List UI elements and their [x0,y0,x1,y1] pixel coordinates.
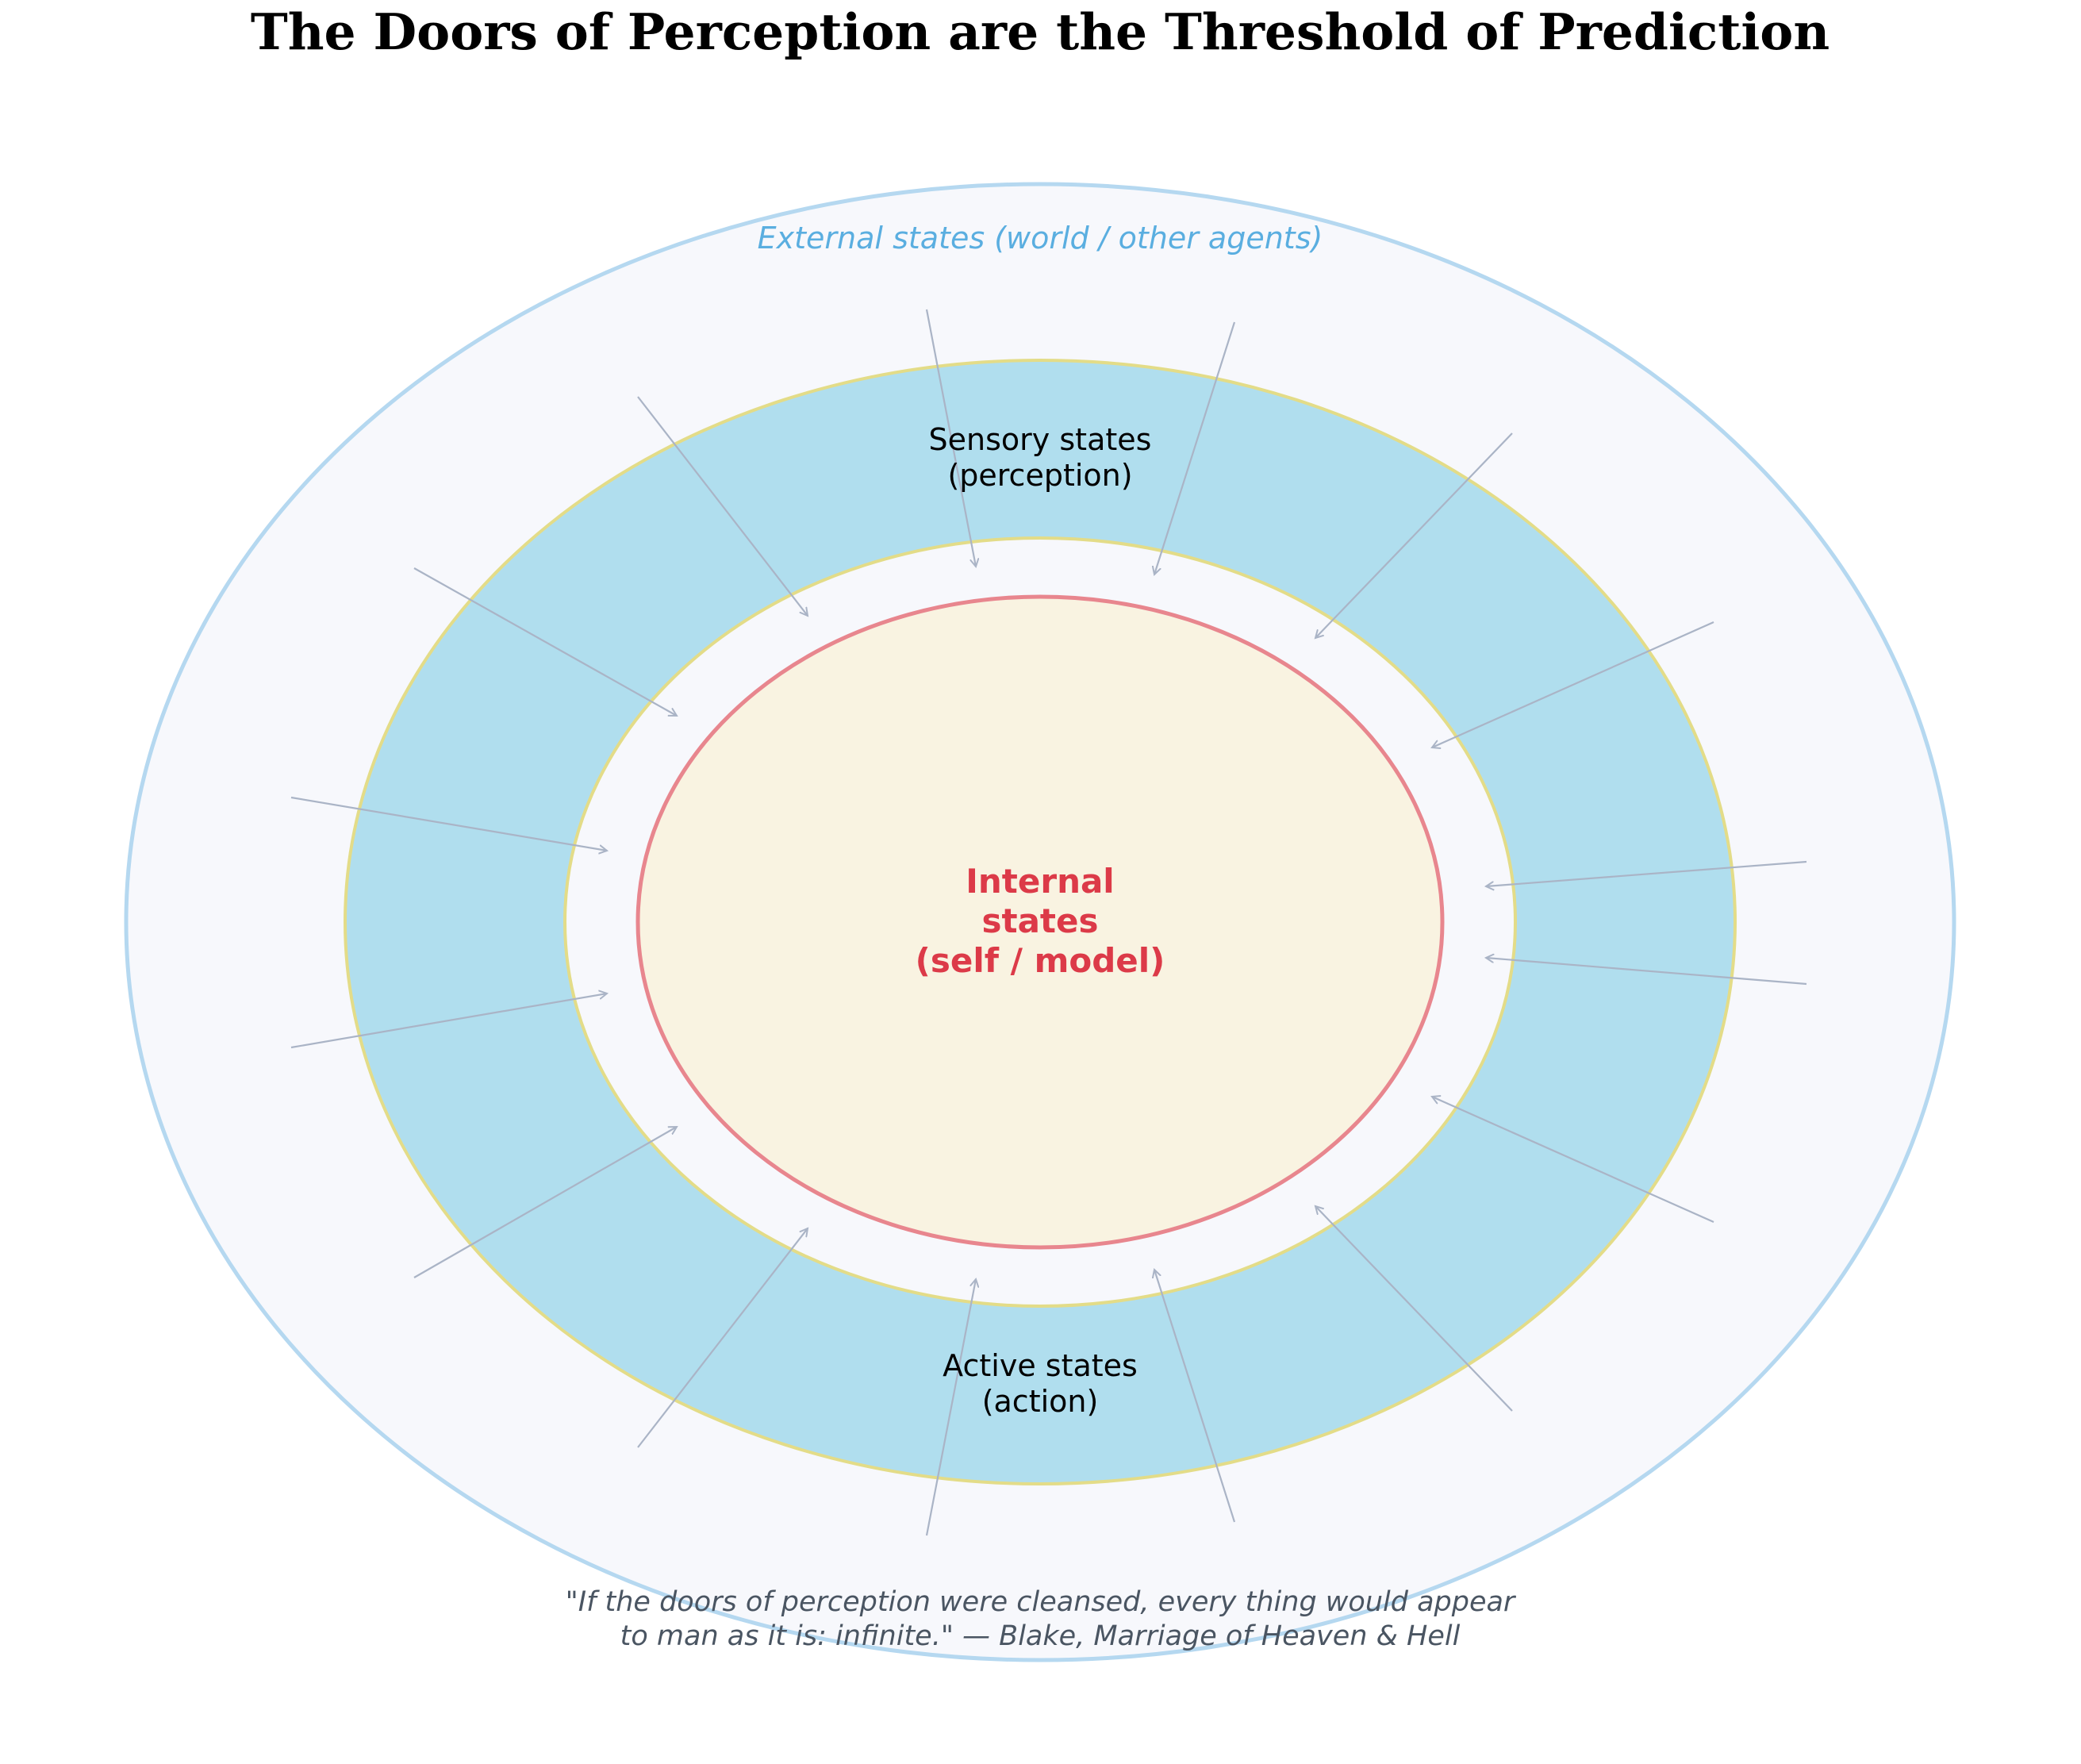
flow-arrow [290,993,607,1049]
flow-arrow [925,309,976,567]
flow-arrow [413,1127,677,1278]
flow-arrow [1432,621,1714,747]
flow-arrow [1486,958,1807,986]
arrows-layer [290,309,1807,1536]
flow-arrow [1154,1270,1236,1523]
flow-arrow [637,396,808,616]
sensory-states-sublabel: (perception) [947,458,1132,493]
internal-states-core [635,594,1445,1250]
flow-arrow [1486,860,1807,886]
blake-quote-line-2: to man as it is: infinite." — Blake, Mar… [620,1620,1461,1652]
internal-states-label-2: states [982,901,1099,940]
internal-states-label: Internal [966,862,1114,901]
active-states-sublabel: (action) [982,1384,1099,1419]
flow-arrow [290,796,607,851]
external-states-label: External states (world / other agents) [758,221,1323,256]
flow-arrow [637,1228,808,1448]
blake-quote-line-1: "If the doors of perception were cleanse… [566,1586,1517,1618]
flow-arrow [1315,1206,1513,1412]
diagram-title: The Doors of Perception are the Threshol… [251,2,1830,61]
sensory-states-label: Sensory states [929,422,1152,457]
flow-arrow [925,1279,976,1536]
flow-arrow [1315,432,1513,638]
flow-arrow [1154,321,1236,575]
flow-arrow [413,567,677,716]
active-states-label: Active states [943,1348,1138,1383]
internal-states-sublabel: (self / model) [916,941,1165,980]
flow-arrow [1432,1097,1714,1224]
